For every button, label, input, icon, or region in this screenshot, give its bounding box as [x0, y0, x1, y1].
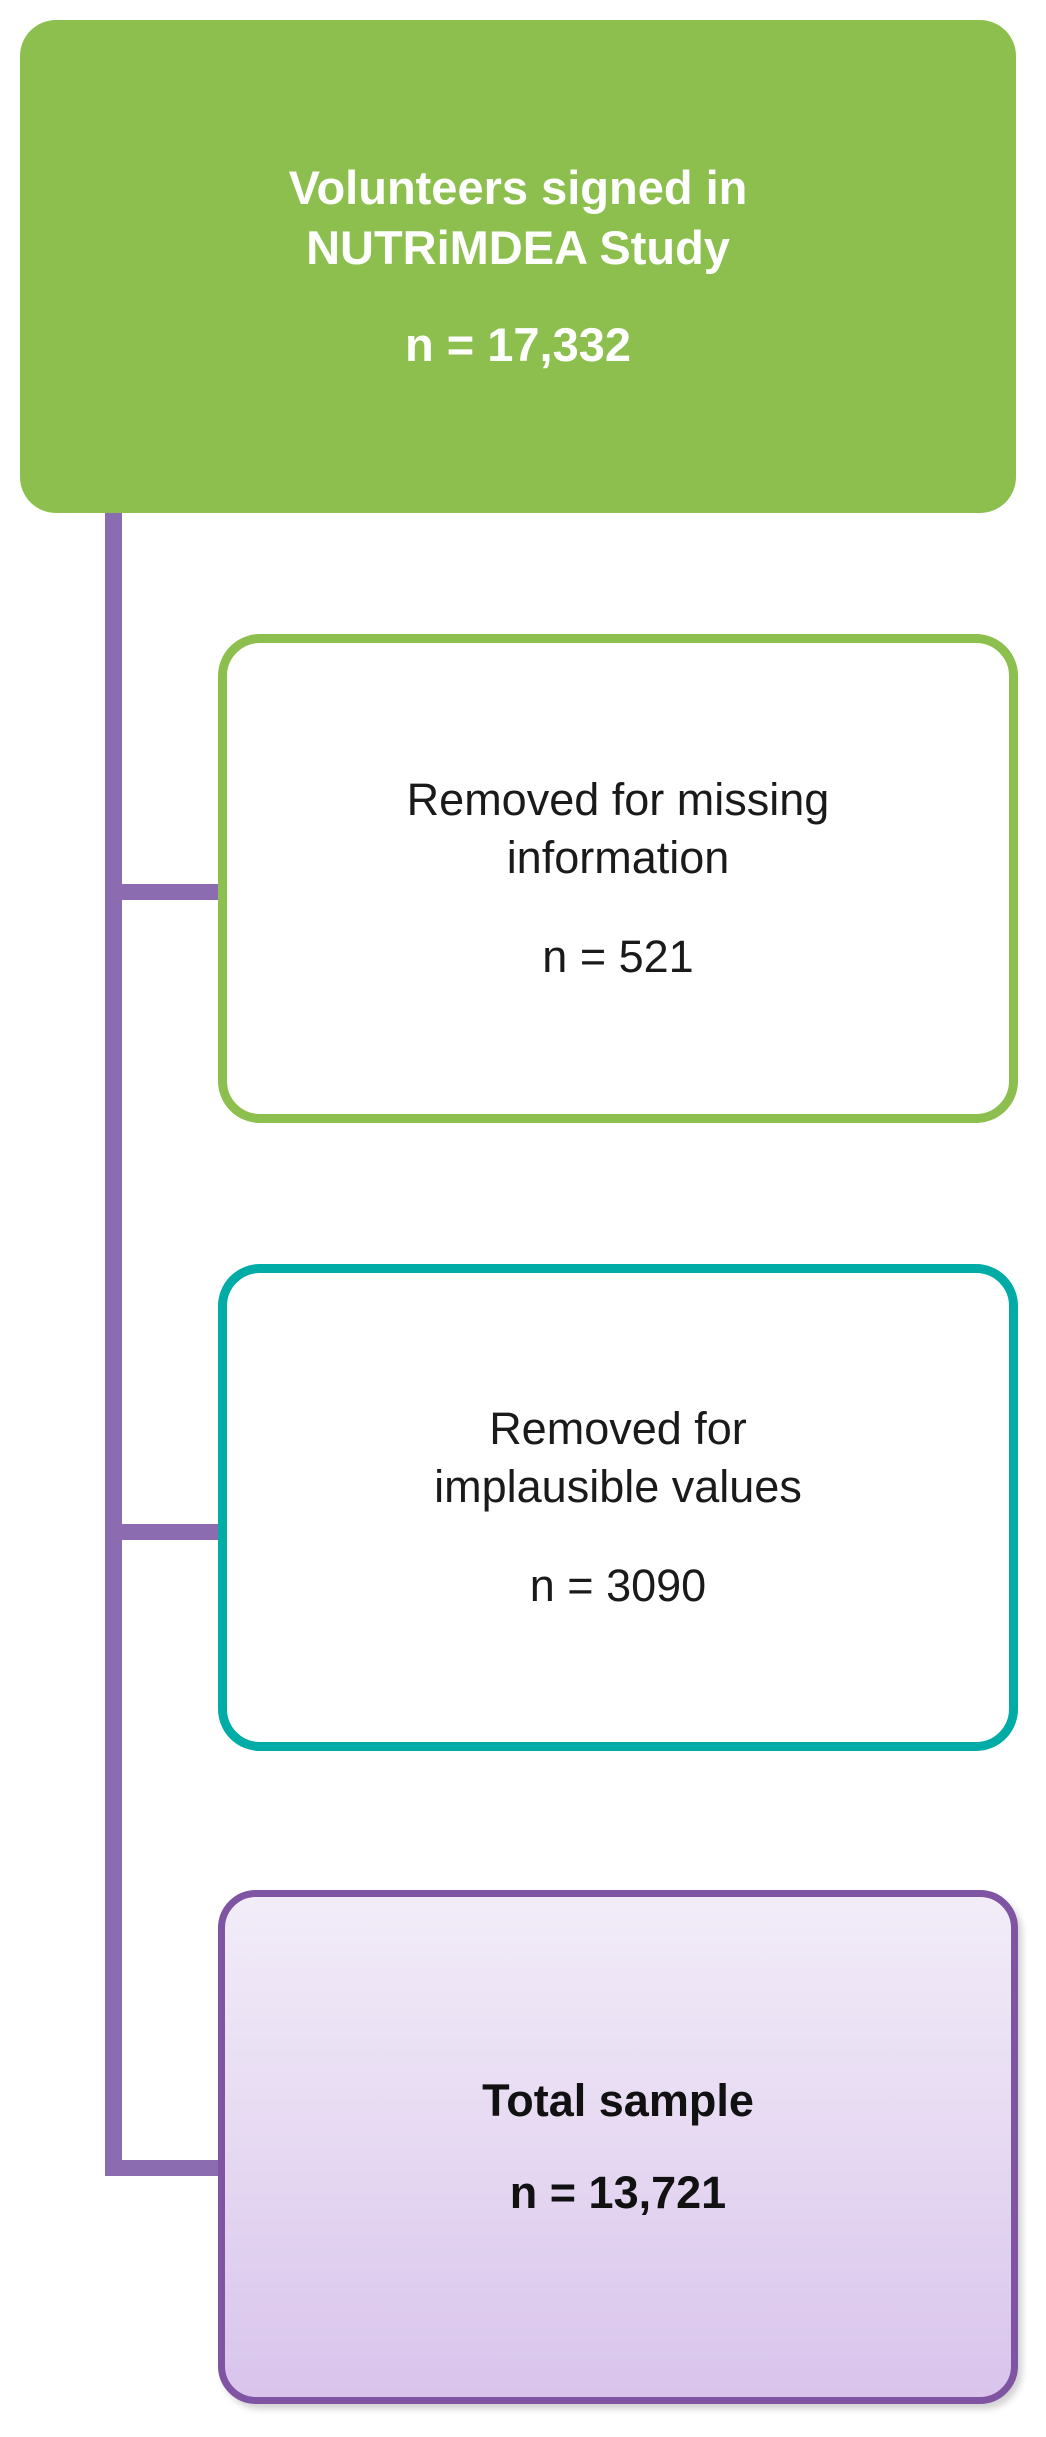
- node-excluded-implausible-line1: Removed for: [489, 1402, 747, 1454]
- connector-trunk-vertical: [105, 508, 122, 2176]
- node-excluded-implausible: Removed for implausible values n = 3090: [218, 1264, 1018, 1751]
- node-excluded-missing-line1: Removed for missing: [406, 773, 830, 825]
- node-excluded-implausible-line2: implausible values: [434, 1461, 802, 1513]
- node-total-sample-line1: Total sample: [482, 2074, 754, 2126]
- node-excluded-missing: Removed for missing information n = 521: [218, 634, 1018, 1123]
- node-source-line2: NUTRiMDEA Study: [306, 221, 730, 275]
- node-total-sample-count: n = 13,721: [509, 2167, 727, 2218]
- connector-branch-missing: [105, 884, 225, 900]
- node-excluded-missing-count: n = 521: [542, 930, 694, 982]
- connector-branch-implausible: [105, 1524, 225, 1540]
- node-excluded-missing-line2: information: [506, 832, 730, 884]
- node-source-count: n = 17,332: [404, 317, 632, 371]
- node-source-line1: Volunteers signed in: [288, 161, 748, 215]
- node-excluded-implausible-count: n = 3090: [529, 1559, 707, 1611]
- node-total-sample: Total sample n = 13,721: [218, 1890, 1018, 2404]
- node-source: Volunteers signed in NUTRiMDEA Study n =…: [20, 20, 1016, 513]
- connector-branch-total: [105, 2160, 225, 2176]
